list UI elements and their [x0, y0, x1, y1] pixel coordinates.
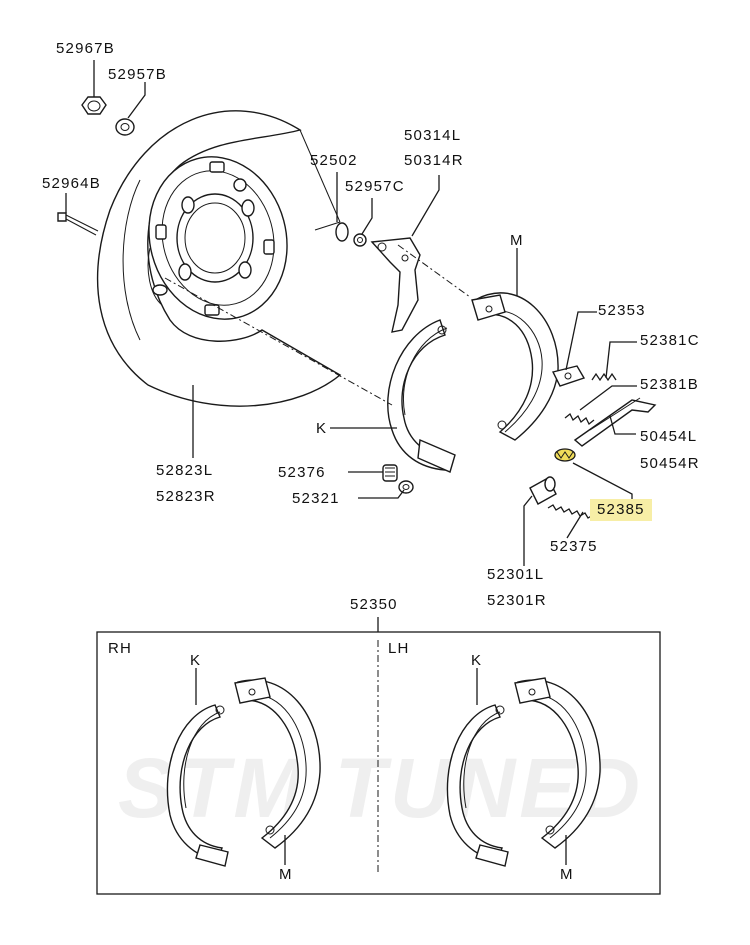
spring-52375: [547, 504, 594, 519]
backing-plate: [96, 110, 342, 407]
leader-lines: [65, 60, 637, 566]
label-52502: 52502: [310, 152, 358, 169]
brake-shoe-m: [471, 292, 559, 441]
label-k-rh: K: [190, 652, 202, 669]
label-k-main: K: [316, 420, 328, 437]
label-50454l: 50454L: [640, 428, 698, 445]
label-52301r: 52301R: [487, 592, 547, 609]
label-m-top: M: [510, 232, 524, 249]
label-52353: 52353: [598, 302, 646, 319]
nut-52967b: [81, 96, 107, 115]
label-m-rh: M: [279, 866, 293, 883]
label-52823r: 52823R: [156, 488, 216, 505]
adjuster-52301: [529, 476, 557, 505]
spring-52376: [382, 464, 398, 482]
lh-shoe-m: [514, 677, 601, 849]
label-kit-52350: 52350: [350, 596, 398, 613]
center-lines: [164, 244, 471, 406]
label-k-lh: K: [471, 652, 483, 669]
adjuster-spring-52385: [554, 448, 576, 462]
strut-50454: [573, 397, 657, 447]
cup-52321: [398, 480, 414, 494]
label-52381b: 52381B: [640, 376, 699, 393]
label-50314l: 50314L: [404, 127, 462, 144]
washer-52957b: [115, 118, 135, 136]
label-52376: 52376: [278, 464, 326, 481]
label-52823l: 52823L: [156, 462, 214, 479]
label-52957c: 52957C: [345, 178, 405, 195]
kit-box: [96, 617, 661, 895]
label-52381c: 52381C: [640, 332, 700, 349]
label-52375: 52375: [550, 538, 598, 555]
label-52385: 52385: [590, 499, 652, 521]
label-rh: RH: [108, 640, 133, 657]
spring-52381b: [564, 412, 595, 426]
label-52321: 52321: [292, 490, 340, 507]
watermark-text: STM TUNED: [118, 741, 644, 835]
clip-52502: [335, 222, 349, 242]
label-52301l: 52301L: [487, 566, 545, 583]
plate-52353: [551, 365, 586, 387]
brake-shoe-k: [387, 319, 456, 473]
label-lh: LH: [388, 640, 410, 657]
label-52967b: 52967B: [56, 40, 115, 57]
bolt-52964b: [57, 212, 99, 236]
lever-50314: [370, 237, 421, 333]
label-50314r: 50314R: [404, 152, 464, 169]
label-m-lh: M: [560, 866, 574, 883]
lh-shoe-k: [446, 704, 509, 867]
washer-52957c: [353, 233, 367, 247]
label-52964b: 52964B: [42, 175, 101, 192]
spring-52381c: [591, 372, 617, 382]
label-50454r: 50454R: [640, 455, 700, 472]
rh-shoe-k: [166, 704, 229, 867]
label-52957b: 52957B: [108, 66, 167, 83]
rh-shoe-m: [234, 677, 321, 849]
